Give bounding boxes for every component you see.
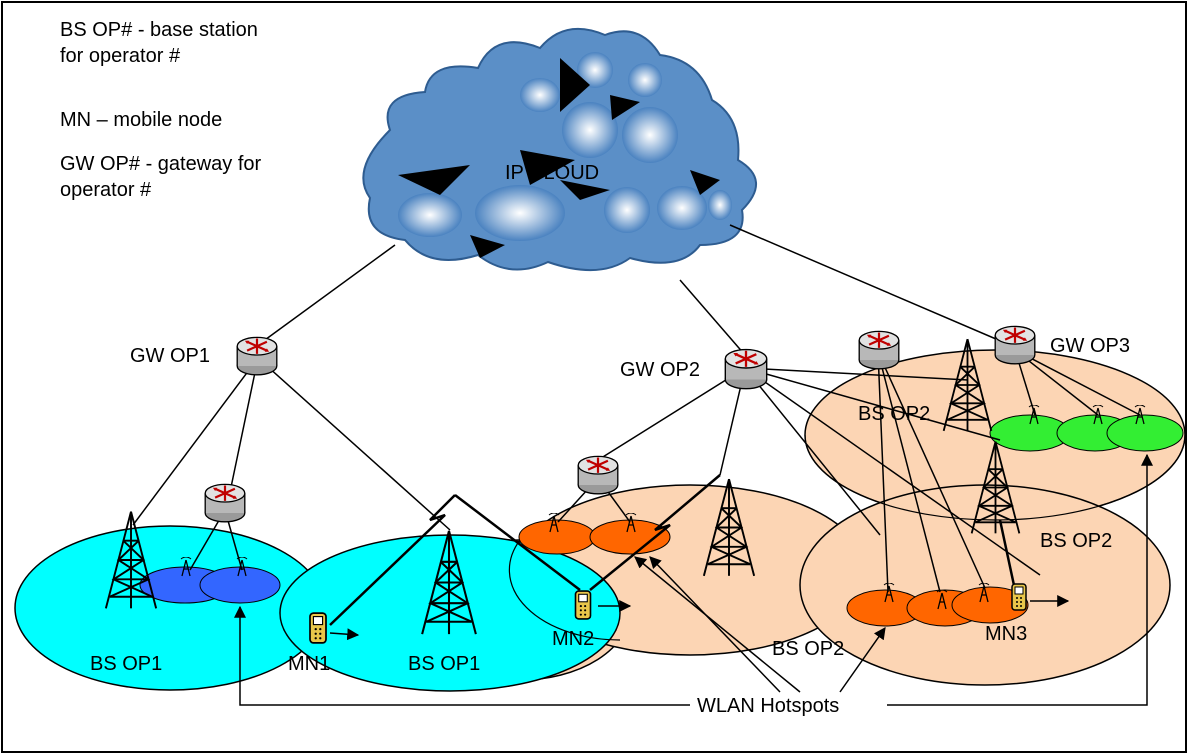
router-gw-op1 [236,336,278,376]
label-gw-op1: GW OP1 [130,345,210,367]
label-mn3: MN3 [985,623,1027,645]
label-gw-op3: GW OP3 [1050,335,1130,357]
label-bs-op2-mid: BS OP2 [772,638,844,660]
phone-mn1 [309,612,327,644]
label-mn2: MN2 [552,628,594,650]
router-gw-op2 [724,348,768,390]
cloud-label: IP CLOUD [505,162,599,184]
label-mn1: MN1 [288,653,330,675]
cell-op2-right [799,484,1171,686]
movement-arrows [329,595,1070,641]
router-gw-op3 [994,325,1036,365]
legend-mn: MN – mobile node [60,109,223,131]
label-wlan-hotspots: WLAN Hotspots [697,695,839,717]
legend-gw-line2: operator # [60,179,152,201]
label-gw-op2: GW OP2 [620,359,700,381]
router-wlan-op2-mid [577,455,619,495]
hotspot-op2-a [518,519,596,555]
legend-gw-line1: GW OP# - gateway for [60,153,262,175]
legend-bs-line1: BS OP# - base station [60,19,258,41]
label-bs-op2-right: BS OP2 [1040,530,1112,552]
hotspot-op3-c [1106,414,1184,452]
label-bs-op1-mid: BS OP1 [408,653,480,675]
router-wlan-op1 [204,483,246,523]
phone-mn2 [574,590,592,620]
hotspot-op1-b [199,566,281,604]
phone-mn3 [1011,583,1027,611]
label-bs-op1-left: BS OP1 [90,653,162,675]
handover-links [329,474,1017,626]
hotspot-op2-e [951,586,1029,624]
router-wlan-op2-right [858,330,900,370]
legend-bs-line2: for operator # [60,45,181,67]
label-bs-op2-upper: BS OP2 [858,403,930,425]
ip-cloud [362,27,758,271]
wlan-pointers [234,453,1153,706]
cell-op1-left [14,525,326,691]
